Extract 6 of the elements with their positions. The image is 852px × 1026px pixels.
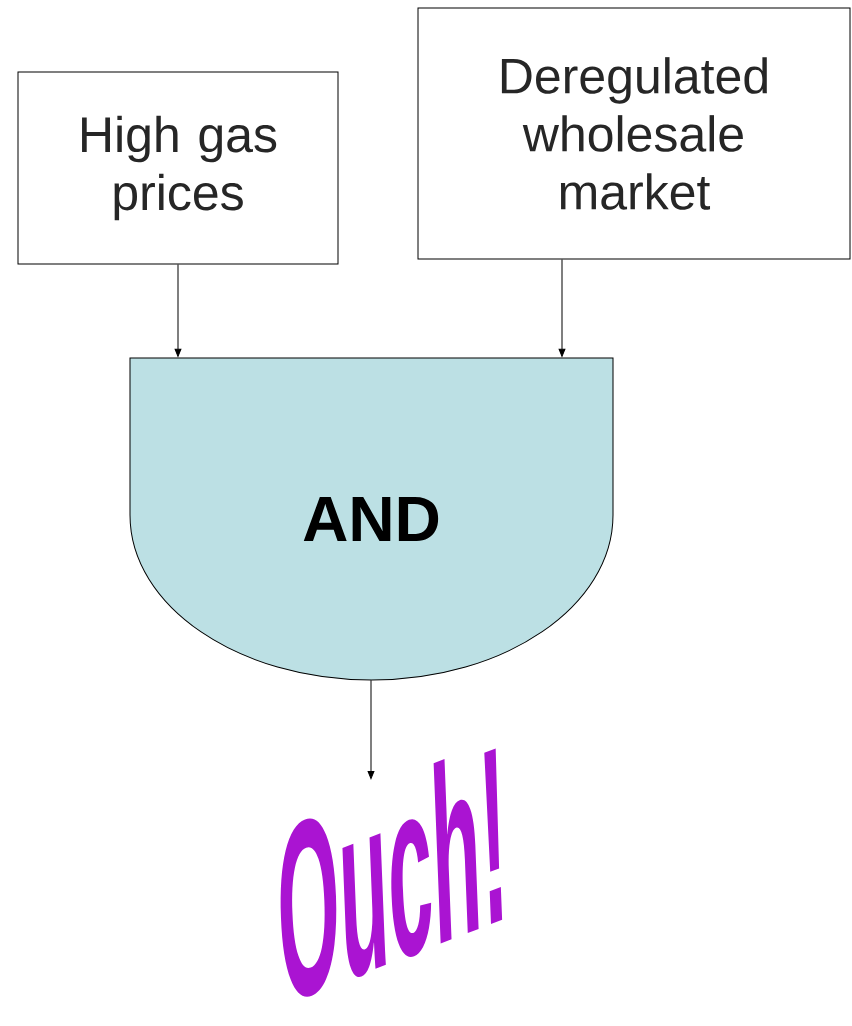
process-box: High gas prices bbox=[17, 71, 339, 265]
arrow bbox=[367, 679, 375, 780]
process-box: Deregulated wholesale market bbox=[417, 7, 851, 260]
arrow bbox=[558, 259, 566, 357]
arrow bbox=[174, 264, 182, 357]
wordart-text: Ouch! bbox=[280, 748, 503, 997]
